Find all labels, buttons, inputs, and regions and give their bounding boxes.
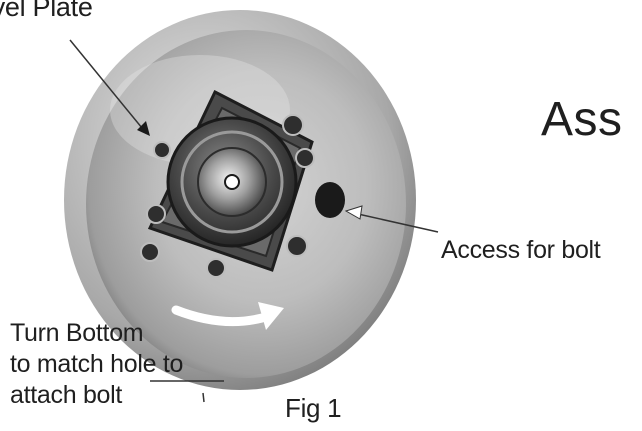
roller [287, 236, 307, 256]
stray-mark [203, 393, 204, 402]
figure-caption: Fig 1 [285, 393, 341, 424]
roller [147, 205, 165, 223]
access-for-bolt-label: Access for bolt [441, 236, 600, 265]
roller [154, 142, 170, 158]
turn-bottom-line-2: to match hole to [10, 349, 183, 380]
roller [296, 149, 314, 167]
turn-bottom-line-3: attach bolt [10, 380, 183, 411]
roller [283, 115, 303, 135]
swivel-plate-label: ivel Plate [0, 0, 93, 23]
assembly-title: Ass [541, 92, 623, 147]
roller [207, 259, 225, 277]
access-hole [315, 182, 345, 218]
turn-bottom-instruction: Turn Bottom to match hole to attach bolt [10, 318, 183, 411]
center-hole [225, 175, 239, 189]
roller [141, 243, 159, 261]
turn-bottom-line-1: Turn Bottom [10, 318, 183, 349]
